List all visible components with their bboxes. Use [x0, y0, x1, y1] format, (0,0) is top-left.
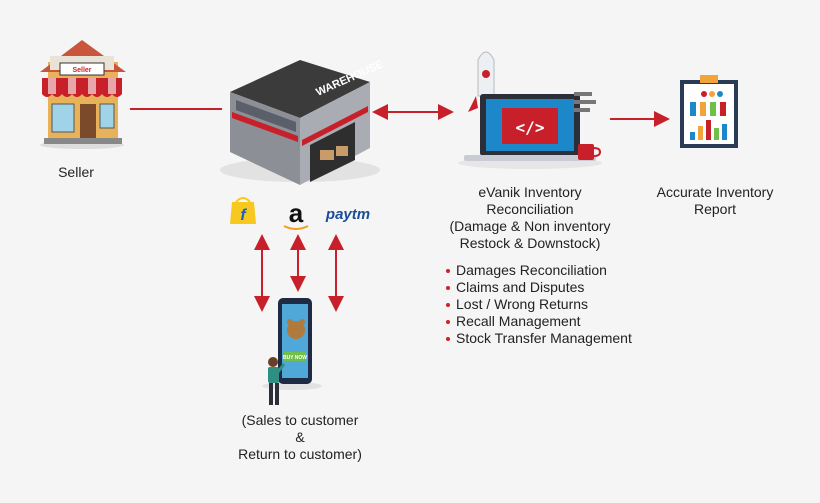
amazon-logo-icon: a — [283, 198, 309, 230]
svg-text:f: f — [240, 207, 247, 224]
report-clipboard-icon — [680, 75, 738, 148]
svg-text:</>: </> — [516, 118, 545, 137]
seller-sign-text: Seller — [72, 67, 91, 74]
evanik-label: eVanik Inventory Reconciliation (Damage … — [410, 184, 650, 252]
svg-text:a: a — [289, 198, 304, 228]
svg-text:BUY NOW: BUY NOW — [283, 355, 307, 361]
customer-label: (Sales to customer & Return to customer) — [210, 412, 390, 463]
customer-label-line: & — [295, 429, 305, 445]
report-label-line: Accurate Inventory — [656, 184, 774, 200]
seller-label: Seller — [58, 164, 94, 180]
feature-item: Damages Reconciliation — [445, 262, 632, 279]
feature-list: Damages Reconciliation Claims and Disput… — [445, 262, 632, 347]
evanik-laptop-icon: </> — [458, 51, 602, 169]
feature-item: Stock Transfer Management — [445, 330, 632, 347]
customer-label-line: Return to customer) — [238, 446, 362, 462]
customer-phone-icon: BUY NOW — [262, 298, 322, 405]
feature-item: Claims and Disputes — [445, 279, 632, 296]
evanik-label-line: Reconciliation — [486, 201, 574, 217]
feature-item: Recall Management — [445, 313, 632, 330]
report-label-line: Report — [693, 201, 737, 217]
report-label: Accurate Inventory Report — [640, 184, 790, 218]
feature-item: Lost / Wrong Returns — [445, 296, 632, 313]
warehouse-icon: WAREHOUSE — [220, 58, 385, 185]
evanik-label-line: Restock & Downstock) — [459, 235, 601, 251]
paytm-logo-icon: paytm — [325, 206, 370, 223]
seller-shop-icon: Seller — [40, 40, 126, 149]
customer-label-line: (Sales to customer — [241, 412, 359, 428]
evanik-label-line: eVanik Inventory — [478, 184, 582, 200]
flipkart-logo-icon: f — [230, 197, 256, 224]
evanik-label-line: (Damage & Non inventory — [449, 218, 611, 234]
